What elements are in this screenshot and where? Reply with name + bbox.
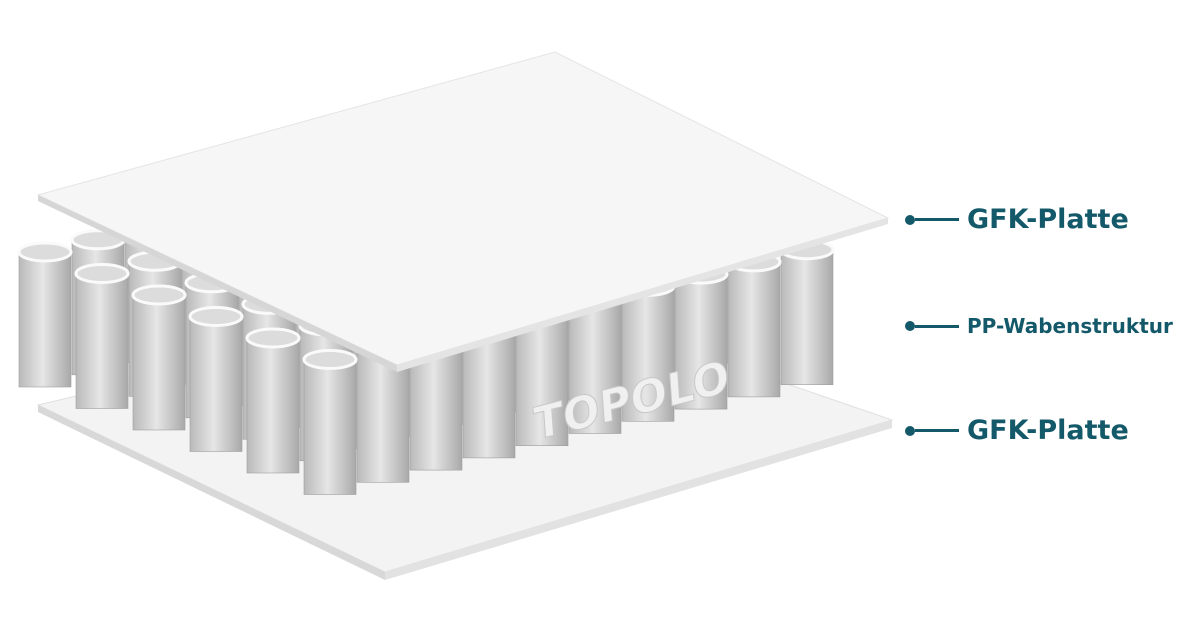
honeycomb-cell-wall xyxy=(75,273,129,409)
pointer-dot-icon xyxy=(905,321,915,331)
label-pp-honeycomb: PP-Wabenstruktur xyxy=(905,314,1173,338)
honeycomb-cell-wall xyxy=(674,273,728,410)
honeycomb-cell-wall xyxy=(246,337,300,474)
honeycomb-cell-wall xyxy=(18,251,72,388)
honeycomb-cell-opening xyxy=(302,349,358,370)
label-text: GFK-Platte xyxy=(967,204,1129,235)
label-text: PP-Wabenstruktur xyxy=(967,314,1173,338)
honeycomb-cell-wall xyxy=(303,359,357,495)
pointer-dot-icon xyxy=(905,214,915,225)
top-gfk-plate xyxy=(36,51,890,372)
pointer-line xyxy=(915,324,959,328)
pointer-dot-icon xyxy=(905,425,915,436)
honeycomb-cell-wall xyxy=(727,261,781,398)
honeycomb-cell-opening xyxy=(131,284,187,306)
honeycomb-cell-opening xyxy=(74,263,130,284)
label-top-gfk-plate: GFK-Platte xyxy=(905,204,1129,235)
honeycomb-cell-wall xyxy=(621,285,675,422)
honeycomb-cell-opening xyxy=(245,327,301,349)
label-bottom-gfk-plate: GFK-Platte xyxy=(905,415,1129,446)
label-text: GFK-Platte xyxy=(967,415,1129,446)
honeycomb-cell-opening xyxy=(17,241,73,263)
pointer-line xyxy=(915,429,959,432)
honeycomb-cell-opening xyxy=(188,306,244,327)
pointer-line xyxy=(915,218,959,221)
honeycomb-cell-wall xyxy=(189,316,243,452)
honeycomb-cell-wall xyxy=(132,294,186,431)
honeycomb-cell-wall xyxy=(780,249,834,385)
honeycomb-cell-wall xyxy=(568,298,622,434)
